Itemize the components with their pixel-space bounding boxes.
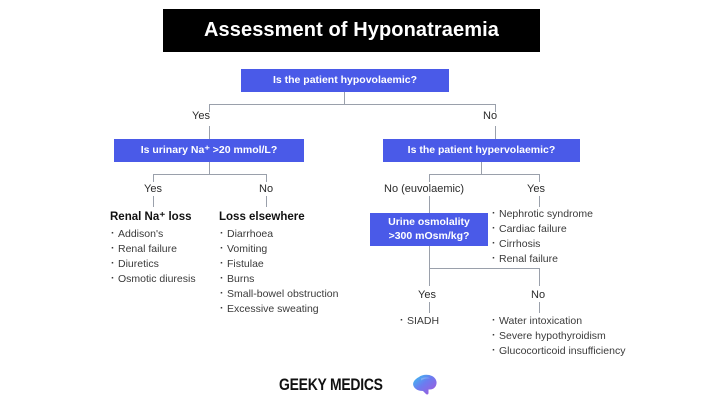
list-item: Nephrotic syndrome: [491, 206, 651, 222]
connector-left-yes-drop: [153, 174, 154, 182]
branch-label-hypervolaemic-no: No (euvolaemic): [384, 183, 465, 195]
connector-left-yes-to-list: [153, 196, 154, 207]
connector-osmo-yes-drop: [429, 268, 430, 286]
question-box-urinary-na[interactable]: Is urinary Na⁺ >20 mmol/L?: [114, 139, 304, 162]
outcome-block-osmolality-no: Water intoxication Severe hypothyroidism…: [491, 313, 691, 359]
outcome-block-hypervolaemic-causes: Nephrotic syndrome Cardiac failure Cirrh…: [491, 206, 651, 267]
connector-left-no-to-list: [266, 196, 267, 207]
connector-right-span: [429, 174, 539, 175]
question-box-urine-osmolality-line2: >300 mOsm/kg?: [388, 229, 470, 242]
connector-root-left-drop: [209, 104, 210, 112]
list-item: Water intoxication: [491, 313, 691, 329]
list-item: Severe hypothyroidism: [491, 328, 691, 344]
connector-osmo-no-to-list: [539, 302, 540, 313]
connector-root-stem: [344, 92, 345, 104]
question-box-urine-osmolality[interactable]: Urine osmolality >300 mOsm/kg?: [370, 213, 488, 246]
outcome-block-osmolality-yes: SIADH: [399, 313, 489, 329]
list-item: Osmotic diuresis: [110, 271, 220, 287]
outcome-heading-renal-na-loss: Renal Na⁺ loss: [110, 211, 192, 223]
connector-osmo-no-drop: [539, 268, 540, 286]
branch-label-urinary-na-yes: Yes: [144, 183, 162, 195]
branch-label-root-yes: Yes: [192, 110, 210, 122]
connector-right-no-drop: [429, 174, 430, 182]
question-box-hypovolaemic-label: Is the patient hypovolaemic?: [272, 73, 418, 86]
connector-osmo-yes-to-list: [429, 302, 430, 313]
list-item: Addison's: [110, 226, 220, 242]
brain-icon: [413, 374, 438, 395]
connector-root-left-to-box: [209, 126, 210, 139]
outcome-list-osmolality-yes: SIADH: [399, 313, 489, 329]
connector-osmo-span: [429, 268, 539, 269]
list-item: Cirrhosis: [491, 236, 651, 252]
question-box-hypovolaemic[interactable]: Is the patient hypovolaemic?: [241, 69, 449, 92]
page-title: Assessment of Hyponatraemia: [203, 19, 500, 41]
list-item: SIADH: [399, 313, 489, 329]
connector-left-no-drop: [266, 174, 267, 182]
connector-root-right-to-box: [495, 126, 496, 139]
brand-footer: GEEKY MEDICS: [279, 374, 438, 395]
connector-left-span: [153, 174, 266, 175]
connector-root-right-drop: [495, 104, 496, 112]
list-item: Diuretics: [110, 256, 220, 272]
connector-right-no-to-box: [429, 196, 430, 213]
question-box-urinary-na-label: Is urinary Na⁺ >20 mmol/L?: [140, 143, 278, 156]
branch-label-osmolality-no: No: [531, 289, 546, 301]
list-item: Renal failure: [491, 251, 651, 267]
list-item: Fistulae: [219, 256, 344, 272]
list-item: Glucocorticoid insufficiency: [491, 343, 691, 359]
branch-label-osmolality-yes: Yes: [418, 289, 436, 301]
list-item: Renal failure: [110, 241, 220, 257]
list-item: Excessive sweating: [219, 301, 344, 317]
connector-root-span: [209, 104, 495, 105]
brand-name: GEEKY MEDICS: [279, 374, 383, 394]
chart-title-bar: Assessment of Hyponatraemia: [163, 9, 540, 52]
outcome-block-loss-elsewhere: Loss elsewhere Diarrhoea Vomiting Fistul…: [219, 209, 344, 317]
branch-label-root-no: No: [483, 110, 498, 122]
outcome-heading-loss-elsewhere: Loss elsewhere: [219, 211, 305, 223]
outcome-block-renal-na-loss: Renal Na⁺ loss Addison's Renal failure D…: [110, 209, 220, 287]
connector-right-stem: [481, 162, 482, 174]
branch-label-hypervolaemic-yes: Yes: [527, 183, 545, 195]
outcome-list-renal-na-loss: Addison's Renal failure Diuretics Osmoti…: [110, 226, 220, 287]
connector-osmo-stem: [429, 246, 430, 268]
question-box-urine-osmolality-line1: Urine osmolality: [388, 216, 470, 229]
outcome-list-hypervolaemic-causes: Nephrotic syndrome Cardiac failure Cirrh…: [491, 206, 651, 267]
connector-left-stem: [209, 162, 210, 174]
outcome-list-loss-elsewhere: Diarrhoea Vomiting Fistulae Burns Small-…: [219, 226, 344, 317]
question-box-hypervolaemic[interactable]: Is the patient hypervolaemic?: [383, 139, 580, 162]
list-item: Small-bowel obstruction: [219, 286, 344, 302]
branch-label-urinary-na-no: No: [259, 183, 274, 195]
list-item: Burns: [219, 271, 344, 287]
connector-right-yes-to-list: [539, 196, 540, 207]
connector-right-yes-drop: [539, 174, 540, 182]
outcome-list-osmolality-no: Water intoxication Severe hypothyroidism…: [491, 313, 691, 359]
list-item: Vomiting: [219, 241, 344, 257]
list-item: Diarrhoea: [219, 226, 344, 242]
list-item: Cardiac failure: [491, 221, 651, 237]
question-box-hypervolaemic-label: Is the patient hypervolaemic?: [407, 143, 556, 156]
